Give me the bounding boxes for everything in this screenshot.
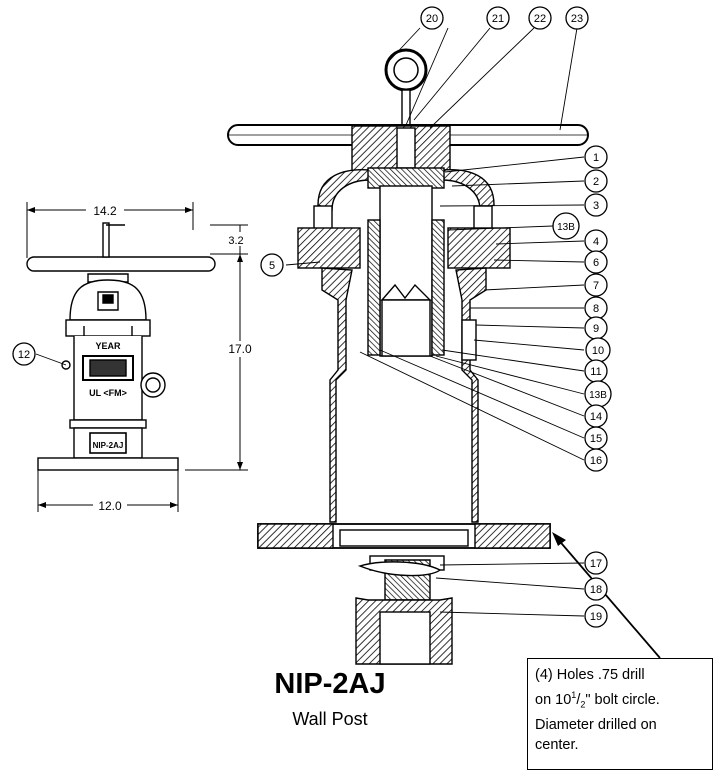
dim-base-width: 12.0 bbox=[98, 499, 122, 513]
note-fraction-slash: / bbox=[576, 691, 581, 708]
note-line-2: on 101/2" bolt circle. bbox=[535, 685, 707, 715]
callout-6: 6 bbox=[593, 257, 599, 269]
nameplate-model-label: NIP-2AJ bbox=[93, 441, 124, 450]
callout-22: 22 bbox=[534, 13, 546, 25]
callout-18: 18 bbox=[590, 584, 602, 596]
dim-body-height: 17.0 bbox=[228, 342, 252, 356]
callout-15: 15 bbox=[590, 433, 602, 445]
section-view bbox=[227, 48, 589, 665]
callout-8: 8 bbox=[593, 303, 599, 315]
plate-year-label: YEAR bbox=[95, 341, 121, 351]
plate-listing-label: UL <FM> bbox=[89, 388, 127, 398]
note-line-4: center. bbox=[535, 736, 579, 753]
handwheel-bar bbox=[26, 256, 216, 272]
note-line-3: Diameter drilled on bbox=[535, 716, 657, 733]
note-fraction-numerator: 1 bbox=[571, 690, 577, 700]
callout-11: 11 bbox=[590, 366, 601, 378]
callout-20: 20 bbox=[426, 13, 438, 25]
stem bbox=[102, 222, 110, 258]
elevation-view bbox=[26, 202, 248, 512]
callout-4: 4 bbox=[593, 236, 599, 248]
callout-1: 1 bbox=[593, 152, 599, 164]
note-line-2-post: " bolt circle. bbox=[585, 691, 660, 708]
callout-5: 5 bbox=[269, 260, 275, 272]
callout-14: 14 bbox=[590, 411, 602, 423]
base-flange bbox=[37, 457, 179, 471]
page-title: NIP-2AJ bbox=[274, 668, 386, 700]
callout-17: 17 bbox=[590, 558, 602, 570]
note-box: (4) Holes .75 drill on 101/2" bolt circl… bbox=[527, 658, 713, 770]
note-line-1: (4) Holes .75 drill bbox=[535, 667, 645, 683]
dim-stem-height: 3.2 bbox=[228, 235, 243, 247]
page-subtitle: Wall Post bbox=[292, 709, 368, 729]
callout-19: 19 bbox=[590, 611, 602, 623]
callout-7: 7 bbox=[593, 280, 599, 292]
callout-21: 21 bbox=[492, 13, 504, 25]
callout-13b-upper: 13B bbox=[557, 222, 575, 233]
callout-13b-lower: 13B bbox=[589, 390, 607, 401]
callout-23: 23 bbox=[571, 13, 583, 25]
callout-9: 9 bbox=[593, 323, 599, 335]
callout-12: 12 bbox=[18, 349, 30, 361]
note-fraction-denominator: 2 bbox=[580, 699, 586, 710]
callout-16: 16 bbox=[590, 455, 602, 467]
note-line-2-pre: on 10 bbox=[535, 691, 572, 708]
callout-10: 10 bbox=[592, 345, 604, 357]
dim-width-top: 14.2 bbox=[93, 204, 117, 218]
callout-2: 2 bbox=[593, 176, 599, 188]
callout-bubbles bbox=[12, 6, 612, 628]
callout-3: 3 bbox=[593, 200, 599, 212]
